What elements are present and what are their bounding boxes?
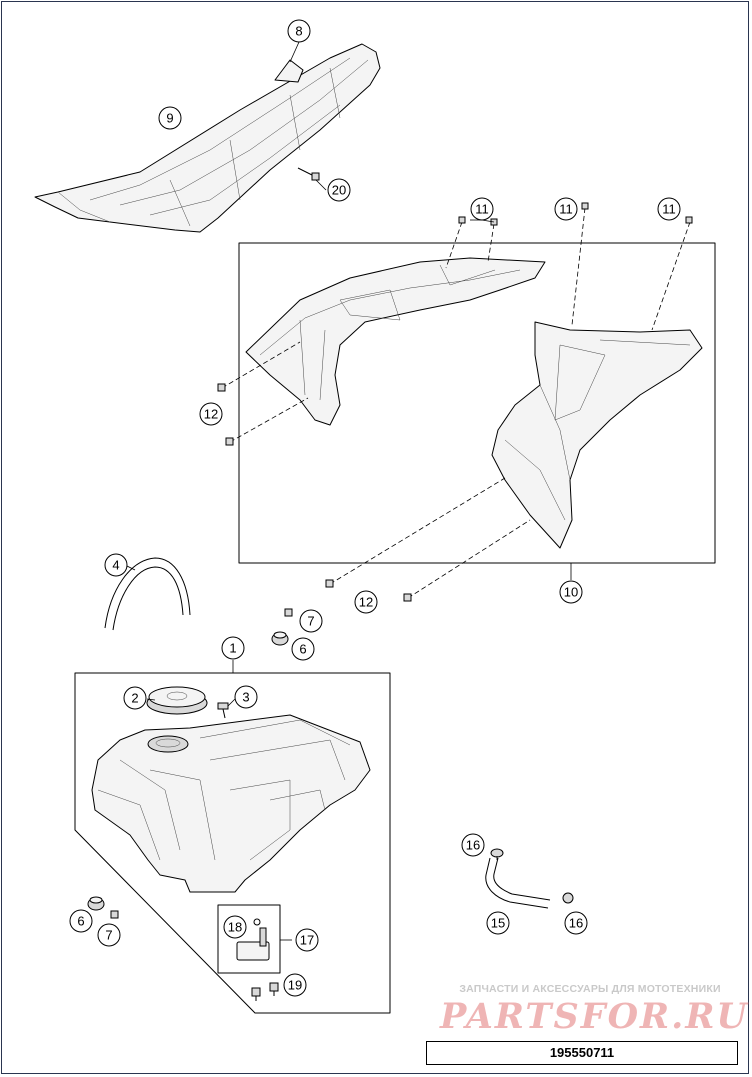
callout-12-b: 12 [354, 590, 378, 614]
fuel-tap-part[interactable] [236, 918, 270, 961]
fuel-cap-part[interactable] [146, 686, 208, 715]
fuel-tap-group-box [217, 904, 281, 974]
seat-bolt-part[interactable] [297, 167, 320, 181]
svg-text:11: 11 [559, 202, 573, 217]
right-side-panel-part[interactable] [491, 321, 703, 549]
tank-valve-part[interactable] [217, 702, 229, 719]
diagram-code: 195550711 [426, 1041, 738, 1065]
hose-clamp-upper-part[interactable] [490, 848, 504, 858]
watermark-tagline: ЗАПЧАСТИ И АКСЕССУАРЫ ДЛЯ МОТОТЕХНИКИ [459, 983, 721, 995]
callout-20: 20 [327, 178, 351, 202]
callout-15: 15 [486, 911, 510, 935]
rubber-bushing-upper-part[interactable] [271, 631, 289, 646]
nut-lower-part[interactable] [110, 910, 119, 919]
side-panels-group-box [238, 242, 716, 564]
svg-text:11: 11 [662, 202, 676, 217]
svg-text:2: 2 [131, 691, 138, 706]
hose-clamp-lower-part[interactable] [562, 892, 574, 904]
callout-19: 19 [283, 973, 307, 997]
callout-1: 1 [221, 636, 245, 660]
svg-text:10: 10 [564, 585, 578, 600]
callout-4: 4 [104, 553, 128, 577]
svg-text:12: 12 [204, 407, 218, 422]
svg-text:17: 17 [300, 933, 314, 948]
callout-11-b: 11 [554, 197, 578, 221]
side-panel-bolts-part[interactable] [217, 341, 531, 602]
svg-text:15: 15 [491, 916, 505, 931]
seat-part[interactable] [34, 43, 381, 233]
fuel-tank-part[interactable] [91, 714, 371, 893]
callout-7-b: 7 [97, 923, 121, 947]
svg-text:9: 9 [166, 111, 173, 126]
svg-text:4: 4 [112, 558, 119, 573]
callout-2: 2 [123, 686, 147, 710]
callout-16-b: 16 [564, 911, 588, 935]
callout-9: 9 [158, 106, 182, 130]
svg-text:8: 8 [295, 24, 302, 39]
callout-11-a: 11 [470, 197, 494, 221]
svg-text:12: 12 [359, 595, 373, 610]
svg-text:18: 18 [228, 920, 242, 935]
callout-7-a: 7 [299, 609, 323, 633]
fuel-hose-part[interactable] [485, 857, 551, 909]
nut-upper-part[interactable] [284, 608, 293, 617]
callout-16-a: 16 [461, 833, 485, 857]
svg-text:16: 16 [569, 916, 583, 931]
fuel-tank-group-box [74, 672, 391, 1014]
callout-10: 10 [559, 580, 583, 604]
svg-text:6: 6 [77, 914, 84, 929]
side-panel-screws-part[interactable] [445, 202, 693, 331]
svg-text:3: 3 [242, 690, 249, 705]
svg-text:1: 1 [229, 641, 236, 656]
callout-3: 3 [234, 685, 258, 709]
callout-17: 17 [295, 928, 319, 952]
watermark-brand-logo: PARTSFOR.RU [440, 996, 749, 1037]
callout-11-c: 11 [657, 197, 681, 221]
leader-lines [126, 41, 572, 941]
svg-text:20: 20 [332, 183, 346, 198]
left-side-panel-part[interactable] [245, 257, 546, 426]
svg-text:11: 11 [475, 202, 489, 217]
callout-18: 18 [223, 915, 247, 939]
fuel-tap-screws-part[interactable] [251, 982, 279, 1001]
svg-text:6: 6 [299, 642, 306, 657]
svg-text:7: 7 [307, 614, 314, 629]
callout-6-a: 6 [291, 637, 315, 661]
breather-hose-part[interactable] [104, 557, 191, 631]
svg-text:7: 7 [105, 928, 112, 943]
callout-12-a: 12 [199, 402, 223, 426]
callout-6-b: 6 [69, 909, 93, 933]
rubber-bushing-lower-part[interactable] [87, 896, 105, 911]
svg-text:16: 16 [466, 838, 480, 853]
svg-text:19: 19 [288, 978, 302, 993]
callout-8: 8 [287, 19, 311, 43]
